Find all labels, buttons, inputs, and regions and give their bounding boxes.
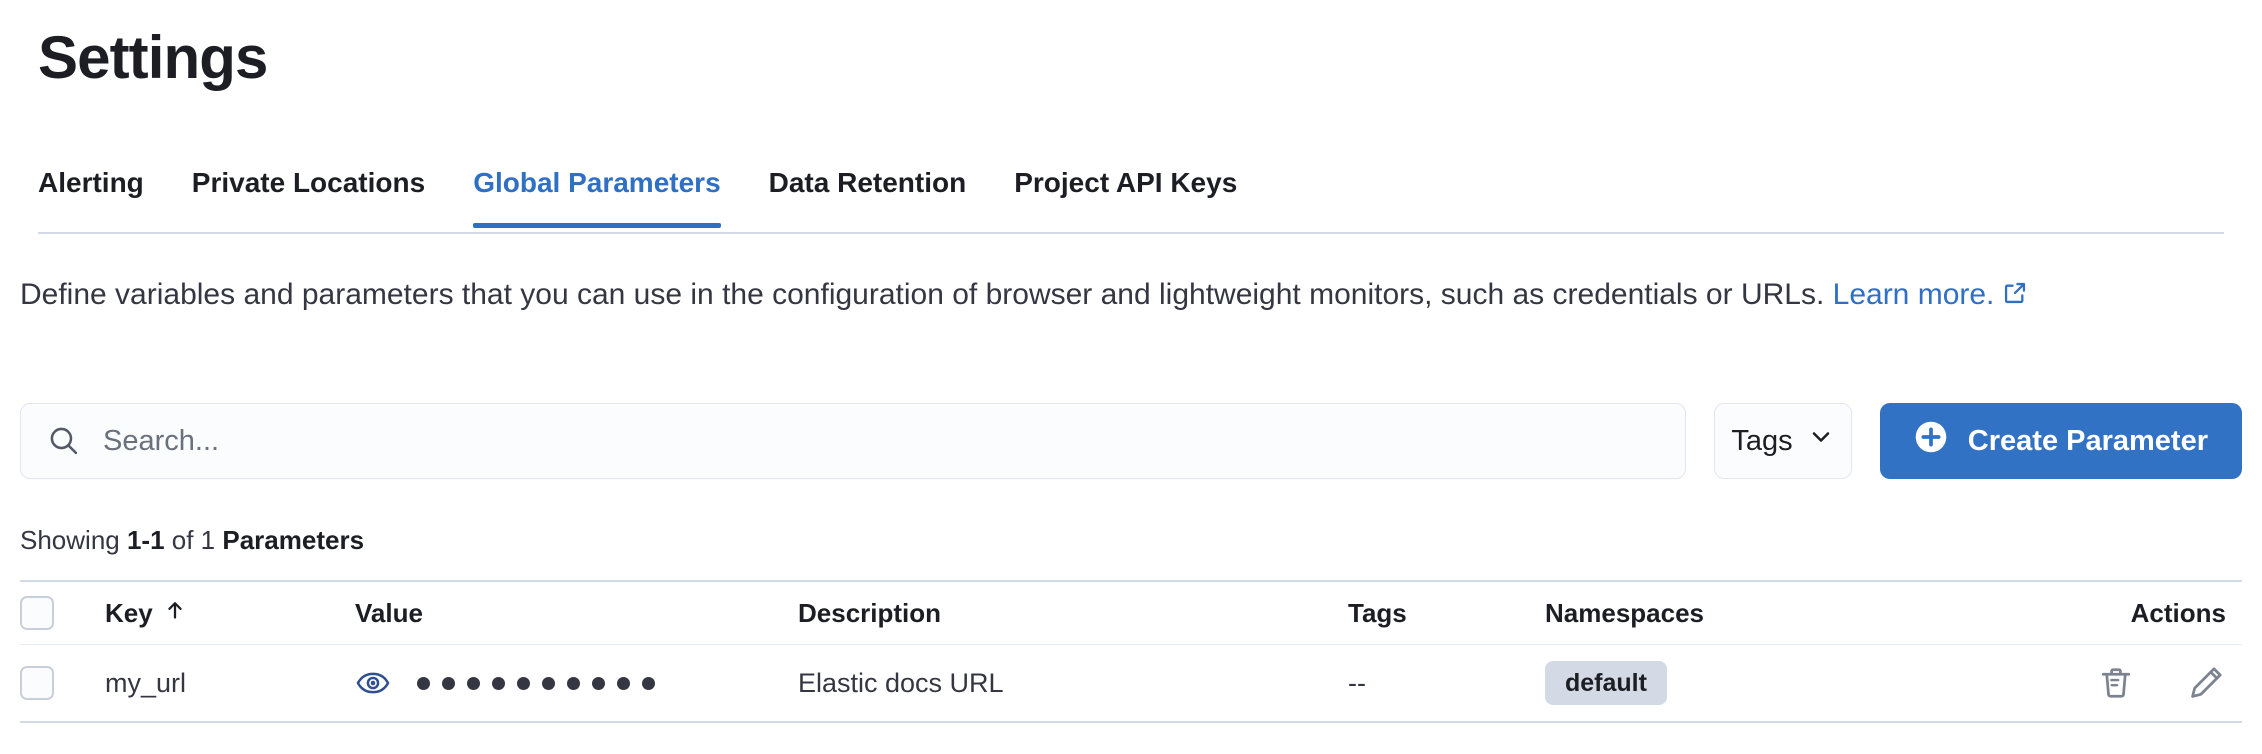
learn-more-link[interactable]: Learn more. xyxy=(1832,278,1995,311)
arrow-up-icon xyxy=(163,598,187,629)
cell-tags: -- xyxy=(1348,667,1366,698)
mask-dot xyxy=(442,676,455,690)
parameters-table: Key Value Description Tags Namespaces Ac… xyxy=(20,580,2242,723)
search-input[interactable] xyxy=(103,424,1660,458)
table-row: my_url xyxy=(20,645,2242,723)
mask-dot xyxy=(417,676,430,690)
tab-private-locations[interactable]: Private Locations xyxy=(191,167,426,198)
create-parameter-button[interactable]: Create Parameter xyxy=(1879,403,2242,479)
mask-dot xyxy=(642,676,655,690)
masked-value xyxy=(417,676,655,690)
cell-key: my_url xyxy=(105,667,187,698)
external-link-icon[interactable] xyxy=(2002,272,2028,322)
select-all-checkbox-cell xyxy=(20,596,105,630)
tags-filter-label: Tags xyxy=(1731,424,1793,457)
column-header-key[interactable]: Key xyxy=(105,598,355,629)
column-header-key-label: Key xyxy=(105,597,153,628)
cell-value xyxy=(355,665,798,701)
select-all-checkbox[interactable] xyxy=(20,596,54,630)
tab-alerting[interactable]: Alerting xyxy=(38,167,144,198)
results-summary-prefix: Showing xyxy=(20,525,127,555)
namespace-badge: default xyxy=(1545,661,1667,705)
description-text: Define variables and parameters that you… xyxy=(20,278,1825,311)
chevron-down-icon xyxy=(1807,423,1835,459)
cell-actions xyxy=(1995,663,2242,703)
column-header-tags: Tags xyxy=(1348,597,1407,628)
column-header-value: Value xyxy=(355,597,423,628)
results-summary-entity: Parameters xyxy=(222,525,365,555)
create-parameter-label: Create Parameter xyxy=(1967,424,2208,457)
mask-dot xyxy=(492,676,505,690)
column-header-actions: Actions xyxy=(2130,597,2226,628)
pencil-icon[interactable] xyxy=(2186,663,2226,703)
table-header-row: Key Value Description Tags Namespaces Ac… xyxy=(20,580,2242,645)
mask-dot xyxy=(617,676,630,690)
settings-tabs: Alerting Private Locations Global Parame… xyxy=(38,158,2224,234)
mask-dot xyxy=(517,676,530,690)
plus-circle-icon xyxy=(1914,420,1948,462)
mask-dot xyxy=(592,676,605,690)
eye-icon[interactable] xyxy=(355,665,391,701)
toolbar: Tags Create Parameter xyxy=(20,403,2242,479)
page-title: Settings xyxy=(38,24,268,91)
tags-filter-button[interactable]: Tags xyxy=(1714,403,1852,479)
column-header-description: Description xyxy=(798,597,942,628)
search-icon xyxy=(47,424,81,458)
results-summary: Showing 1-1 of 1 Parameters xyxy=(20,524,364,556)
results-summary-middle: of 1 xyxy=(164,525,223,555)
trash-icon[interactable] xyxy=(2096,663,2136,703)
cell-description: Elastic docs URL xyxy=(798,667,1004,698)
tab-project-api-keys[interactable]: Project API Keys xyxy=(1014,167,1238,198)
cell-namespaces: default xyxy=(1545,661,1995,705)
column-header-namespaces: Namespaces xyxy=(1545,597,1704,628)
mask-dot xyxy=(542,676,555,690)
mask-dot xyxy=(467,676,480,690)
tab-global-parameters[interactable]: Global Parameters xyxy=(473,158,722,228)
tab-data-retention[interactable]: Data Retention xyxy=(768,167,967,198)
page-description: Define variables and parameters that you… xyxy=(20,270,2250,322)
results-summary-range: 1-1 xyxy=(126,525,165,555)
row-checkbox-cell xyxy=(20,666,105,700)
mask-dot xyxy=(567,676,580,690)
search-box[interactable] xyxy=(20,403,1687,479)
row-select-checkbox[interactable] xyxy=(20,666,54,700)
